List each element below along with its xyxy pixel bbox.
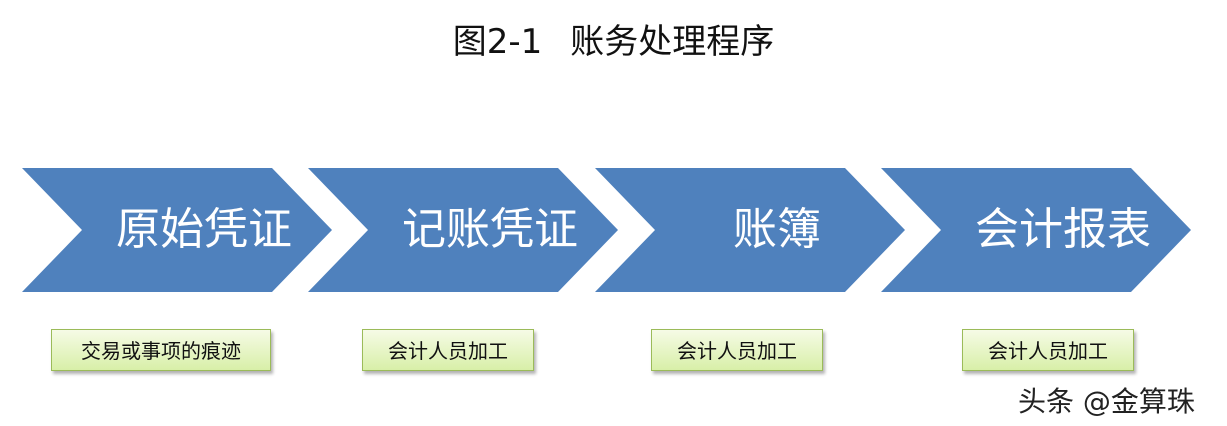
step-label: 原始凭证 — [116, 204, 292, 255]
step-label: 记账凭证 — [402, 204, 578, 255]
figure-number: 图2-1 — [452, 22, 543, 62]
step-chevron-1: 原始凭证 — [22, 168, 334, 292]
step-note-4: 会计人员加工 — [962, 329, 1134, 371]
step-chevron-2: 记账凭证 — [308, 168, 620, 292]
step-label: 会计报表 — [975, 204, 1151, 255]
watermark: 头条 @金算珠 — [1018, 385, 1195, 418]
step-label: 账簿 — [733, 204, 821, 255]
diagram-title: 图2-1 账务处理程序 — [0, 14, 1227, 63]
step-chevron-4: 会计报表 — [881, 168, 1193, 292]
step-note-3: 会计人员加工 — [651, 329, 823, 371]
figure-caption: 账务处理程序 — [570, 22, 775, 62]
step-chevron-3: 账簿 — [595, 168, 907, 292]
step-note-1: 交易或事项的痕迹 — [51, 329, 271, 371]
step-note-2: 会计人员加工 — [362, 329, 534, 371]
